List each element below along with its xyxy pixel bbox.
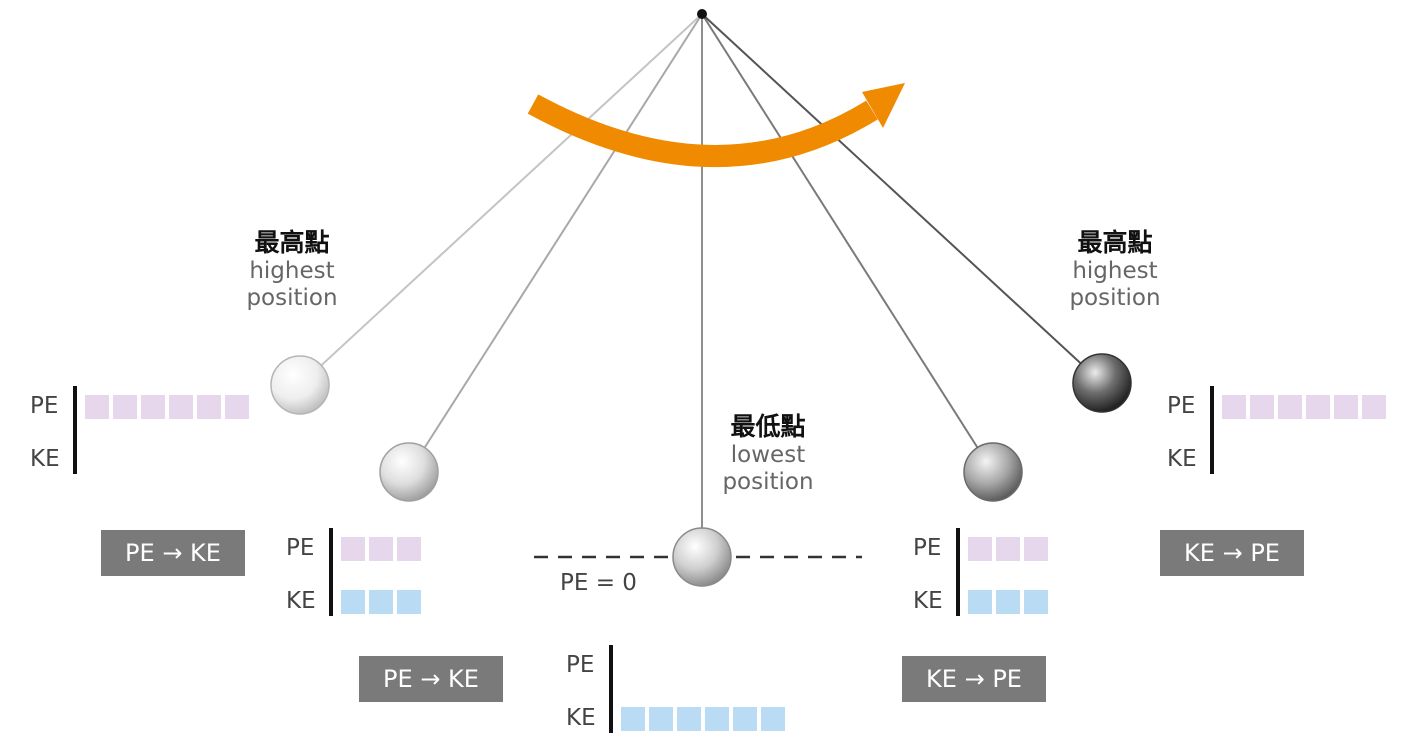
pe-square	[369, 537, 393, 561]
pendulum-bob-icon	[672, 527, 732, 587]
ke-square	[968, 590, 992, 614]
pendulum-bob-icon	[270, 355, 330, 415]
pendulum-bob-icon	[963, 442, 1023, 502]
label-en: highest	[249, 257, 335, 284]
pe-square	[1024, 537, 1048, 561]
energy-axis	[609, 645, 613, 733]
ke-bar	[968, 590, 1048, 614]
conversion-badge: PE → KE	[359, 656, 503, 702]
energy-axis	[1210, 386, 1214, 474]
ke-square	[677, 707, 701, 731]
ke-square	[705, 707, 729, 731]
energy-indicator: PE KE	[913, 528, 1313, 628]
pe-label: PE	[30, 393, 59, 419]
pe-square	[113, 395, 137, 419]
pe-square	[225, 395, 249, 419]
ke-label: KE	[286, 588, 316, 614]
pendulum-string	[299, 13, 703, 386]
pendulum-string	[701, 13, 1103, 384]
pe-zero-label: PE = 0	[560, 570, 637, 596]
pe-square	[996, 537, 1020, 561]
energy-indicator: PE KE	[30, 386, 430, 486]
highest-position-label-left: 最高點 highest position	[222, 228, 362, 312]
label-zh: 最高點	[254, 228, 330, 257]
pendulum-string	[408, 13, 703, 473]
pendulum-bob-icon	[1072, 353, 1132, 413]
ke-bar	[621, 707, 785, 731]
lowest-position-label: 最低點 lowest position	[698, 412, 838, 496]
pe-square	[85, 395, 109, 419]
ke-square	[397, 590, 421, 614]
pe-square	[141, 395, 165, 419]
pe-bar	[1222, 395, 1386, 419]
curved-arrow-icon	[527, 83, 905, 167]
energy-axis	[329, 528, 333, 616]
pe-square	[1278, 395, 1302, 419]
ke-square	[733, 707, 757, 731]
pe-square	[1362, 395, 1386, 419]
pe-square	[1334, 395, 1358, 419]
label-en: position	[246, 284, 338, 311]
pivot-dot-icon	[697, 9, 707, 19]
pe-square	[197, 395, 221, 419]
ke-square	[341, 590, 365, 614]
pe-bar	[85, 395, 249, 419]
energy-axis	[73, 386, 77, 474]
pe-label: PE	[286, 535, 315, 561]
label-en: highest	[1072, 257, 1158, 284]
highest-position-label-right: 最高點 highest position	[1045, 228, 1185, 312]
pe-label: PE	[1167, 393, 1196, 419]
pe-square	[397, 537, 421, 561]
conversion-badge: KE → PE	[902, 656, 1046, 702]
pe-label: PE	[913, 535, 942, 561]
conversion-badge: KE → PE	[1160, 530, 1304, 576]
energy-indicator: PE KE	[1167, 386, 1424, 486]
label-zh: 最高點	[1077, 228, 1153, 257]
pe-square	[1222, 395, 1246, 419]
ke-label: KE	[913, 588, 943, 614]
pe-square	[968, 537, 992, 561]
ke-label: KE	[1167, 446, 1197, 472]
pe-bar	[341, 537, 421, 561]
ke-label: KE	[566, 705, 596, 731]
pe-square	[341, 537, 365, 561]
label-zh: 最低點	[730, 412, 806, 441]
label-en: lowest	[730, 441, 806, 468]
energy-indicator: PE KE	[286, 528, 686, 628]
ke-square	[369, 590, 393, 614]
energy-axis	[956, 528, 960, 616]
label-en: position	[722, 468, 814, 495]
pe-square	[1250, 395, 1274, 419]
energy-indicator: PE KE	[566, 645, 966, 745]
ke-square	[761, 707, 785, 731]
ke-square	[649, 707, 673, 731]
ke-bar	[341, 590, 421, 614]
pe-square	[1306, 395, 1330, 419]
pendulum-string	[701, 13, 994, 473]
conversion-badge: PE → KE	[101, 530, 245, 576]
pe-square	[169, 395, 193, 419]
pendulum-bob-icon	[379, 442, 439, 502]
ke-square	[996, 590, 1020, 614]
ke-label: KE	[30, 446, 60, 472]
pe-label: PE	[566, 652, 595, 678]
label-en: position	[1069, 284, 1161, 311]
ke-square	[1024, 590, 1048, 614]
pe-bar	[968, 537, 1048, 561]
ke-square	[621, 707, 645, 731]
